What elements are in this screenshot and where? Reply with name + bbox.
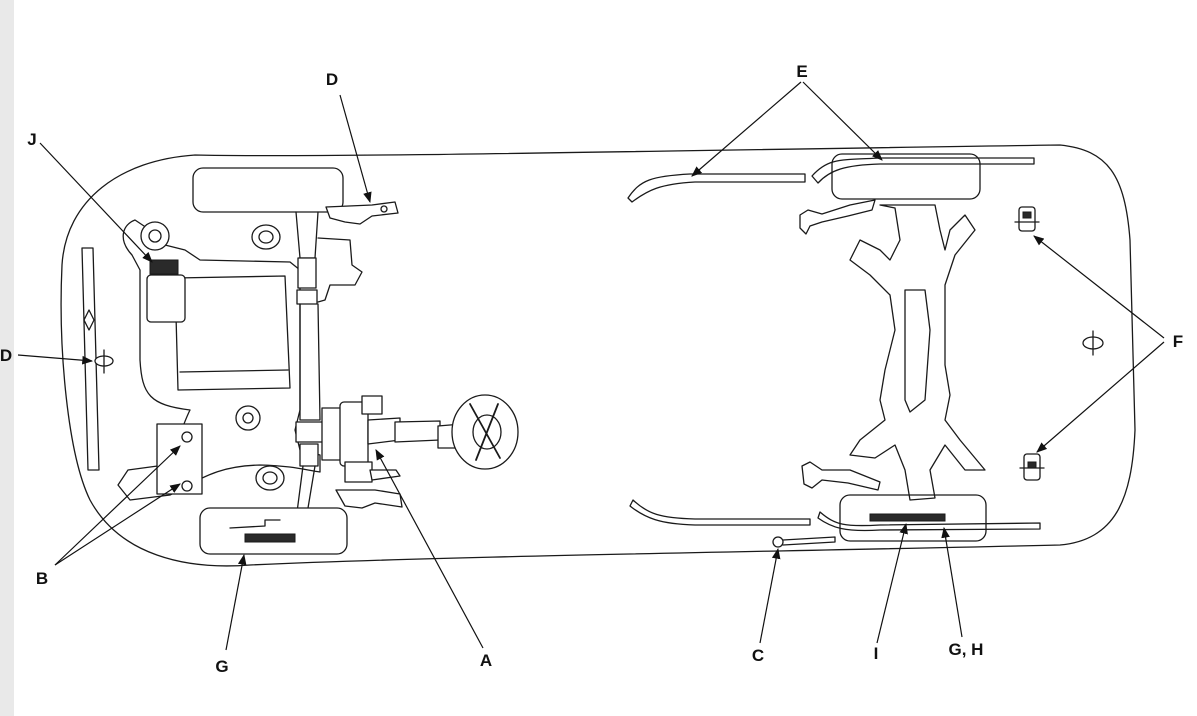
leader-a — [375, 449, 484, 649]
leader-b-upper — [54, 445, 181, 566]
leader-gh — [941, 526, 963, 638]
vehicle-body-outline — [60, 144, 1136, 567]
leader-e-left — [691, 81, 802, 177]
label-gh: G, H — [949, 640, 984, 659]
ground-bracket-d-top — [325, 201, 399, 225]
left-rear-engine-mount — [235, 405, 285, 491]
leader-c — [759, 547, 781, 644]
steering-column-tube — [295, 211, 327, 521]
engine-bay-subframe — [117, 219, 321, 501]
ground-point-c — [772, 536, 836, 548]
leader-b-lower — [54, 483, 181, 566]
ground-lug-f-lower — [1019, 453, 1045, 481]
steering-wheel — [451, 394, 519, 470]
label-a: A — [480, 651, 492, 670]
left-front-tyre-lower — [199, 507, 348, 555]
rear-arm-upper — [799, 199, 876, 235]
label-i: I — [874, 644, 879, 663]
label-g-left: G — [215, 657, 228, 676]
rear-subframe-inner — [904, 289, 931, 413]
left-rear-tyre — [817, 494, 1041, 542]
label-c: C — [752, 646, 764, 665]
label-j: J — [27, 130, 36, 149]
leader-d-left — [17, 354, 94, 365]
leader-d-top — [339, 94, 372, 204]
front-bumper-mark — [83, 309, 95, 331]
leader-i — [876, 522, 908, 644]
label-d-left: D — [0, 346, 12, 365]
leader-g-left — [225, 553, 247, 651]
steering-shaft — [321, 395, 463, 467]
rear-arm-lower — [801, 461, 881, 491]
steering-lower-brackets — [335, 461, 403, 509]
label-d-top: D — [326, 70, 338, 89]
leader-f-upper — [1033, 235, 1165, 339]
front-bumper-beam — [81, 247, 100, 471]
engine-bay-right-panel — [317, 237, 363, 303]
relay-box-b — [156, 423, 203, 495]
rear-subframe — [849, 204, 986, 501]
left-front-tyre — [192, 167, 344, 213]
rear-center-lug — [1082, 330, 1104, 356]
leader-e-right — [802, 81, 883, 161]
right-side-sill — [629, 499, 811, 526]
left-front-strut — [140, 221, 281, 251]
label-e: E — [796, 62, 807, 81]
label-b: B — [36, 569, 48, 588]
left-side-sill — [627, 173, 806, 203]
right-rear-tyre — [811, 153, 1035, 200]
ground-point-d-front — [94, 349, 114, 374]
battery — [146, 259, 186, 323]
engine-block — [174, 275, 291, 391]
scan-edge — [0, 0, 14, 716]
leader-j — [39, 142, 153, 263]
label-f: F — [1173, 332, 1183, 351]
leader-f-lower — [1036, 341, 1165, 453]
ground-lug-f-upper — [1014, 206, 1040, 232]
